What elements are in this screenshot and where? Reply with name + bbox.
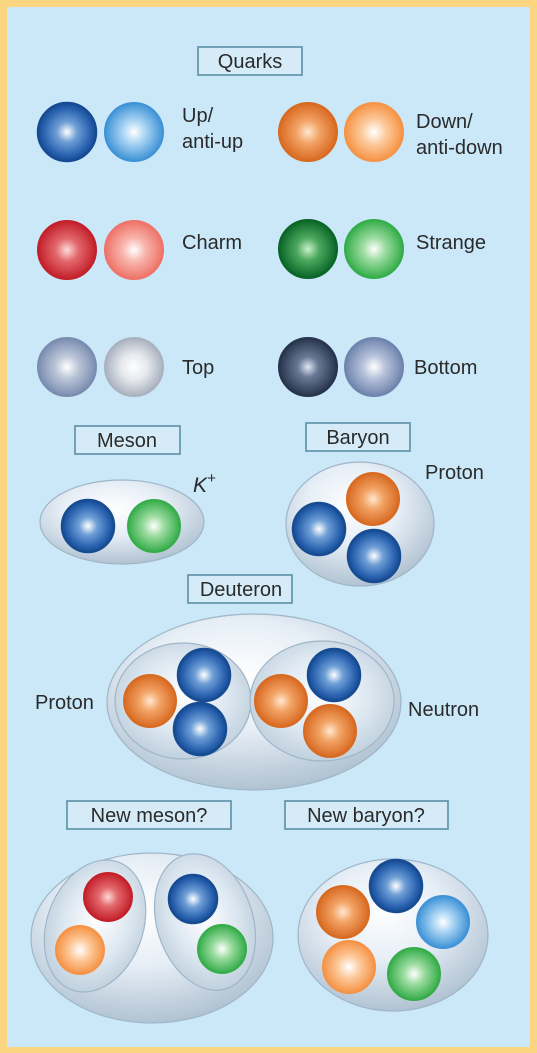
meson-k-plus (39, 479, 205, 565)
deuteron-neutron-down-1 (254, 674, 308, 728)
quarks-header: Quarks (197, 46, 303, 76)
deuteron (106, 613, 402, 791)
baryon-up-quark-1 (291, 501, 347, 557)
new-meson-header: New meson? (66, 800, 232, 830)
top-quark (37, 337, 97, 397)
charm-label: Charm (182, 232, 242, 254)
meson-header-text: Meson (97, 430, 157, 452)
baryon-proton-label: Proton (425, 462, 484, 484)
new-meson-up-quark (167, 873, 219, 925)
quarks-header-text: Quarks (218, 51, 282, 73)
new-baryon-header: New baryon? (284, 800, 449, 830)
new-baryon-header-text: New baryon? (307, 805, 425, 827)
charm-quark (37, 220, 97, 280)
bottom-label: Bottom (414, 357, 477, 379)
anti-strange-quark (344, 219, 404, 279)
new-meson-header-text: New meson? (91, 805, 208, 827)
deuteron-proton-down (123, 674, 177, 728)
deuteron-neutron-label: Neutron (408, 699, 479, 721)
top-label: Top (182, 357, 214, 379)
quark-legend: Up/ anti-up Down/ anti-down Charm Strang… (36, 101, 503, 397)
new-baryon-anti-up-quark (416, 895, 470, 949)
new-baryon-anti-strange-quark (387, 947, 441, 1001)
new-meson-anti-strange-quark (197, 924, 247, 974)
new-baryon (297, 858, 489, 1012)
anti-top-quark (104, 337, 164, 397)
baryon-down-quark (346, 472, 400, 526)
anti-up-quark (104, 102, 164, 162)
meson-anti-strange-quark (127, 499, 181, 553)
up-label-line2: anti-up (182, 131, 243, 153)
strange-label: Strange (416, 232, 486, 254)
new-baryon-up-quark (368, 858, 424, 914)
deuteron-proton-up-1 (176, 647, 232, 703)
baryon-up-quark-2 (346, 528, 402, 584)
down-quark (278, 102, 338, 162)
meson-up-quark (60, 498, 116, 554)
new-baryon-anti-down-quark (322, 940, 376, 994)
deuteron-proton-label: Proton (35, 692, 94, 714)
bottom-quark (278, 337, 338, 397)
up-label-line1: Up/ (182, 105, 214, 127)
deuteron-header: Deuteron (187, 574, 293, 604)
deuteron-header-text: Deuteron (200, 579, 282, 601)
deuteron-neutron-up (306, 647, 362, 703)
baryon-proton (285, 461, 435, 587)
deuteron-neutron-down-2 (303, 704, 357, 758)
anti-charm-quark (104, 220, 164, 280)
kaon-symbol: K+ (193, 470, 216, 497)
new-meson-charm-quark (83, 872, 133, 922)
new-meson (30, 852, 274, 1024)
deuteron-proton-up-2 (172, 701, 228, 757)
strange-quark (278, 219, 338, 279)
anti-down-quark (344, 102, 404, 162)
down-label-line1: Down/ (416, 111, 473, 133)
baryon-header-text: Baryon (326, 427, 389, 449)
new-meson-anti-down-quark (55, 925, 105, 975)
meson-header: Meson (74, 425, 181, 455)
up-quark (36, 101, 98, 163)
anti-bottom-quark (344, 337, 404, 397)
new-baryon-down-quark (316, 885, 370, 939)
baryon-header: Baryon (305, 422, 411, 452)
down-label-line2: anti-down (416, 137, 503, 159)
